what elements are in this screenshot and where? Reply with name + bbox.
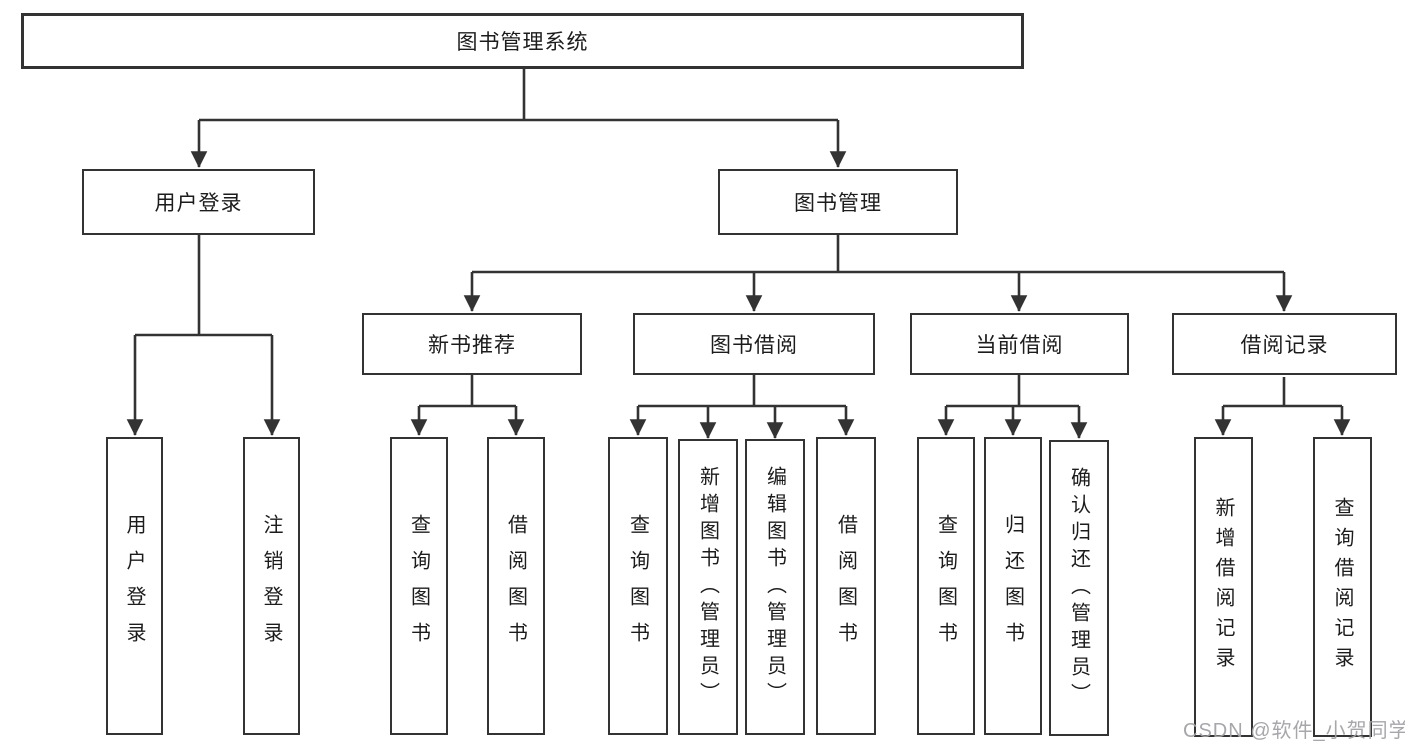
leaf-query-borrow-record: 查询借阅记录 (1313, 437, 1372, 737)
leaf-query-books-recommend: 查询图书 (390, 437, 448, 735)
leaf-add-books-admin: 新增图书（管理员） (678, 439, 738, 735)
leaf-return-books: 归还图书 (984, 437, 1042, 735)
leaf-user-login: 用户登录 (106, 437, 163, 735)
leaf-borrow-books: 借阅图书 (816, 437, 876, 735)
leaf-logout-login: 注销登录 (243, 437, 300, 735)
branch-book-management: 图书管理 (718, 169, 958, 235)
leaf-query-books-current: 查询图书 (917, 437, 975, 735)
branch-user-login: 用户登录 (82, 169, 315, 235)
leaf-add-borrow-record: 新增借阅记录 (1194, 437, 1253, 737)
section-borrow-records: 借阅记录 (1172, 313, 1397, 375)
leaf-edit-books-admin: 编辑图书（管理员） (745, 439, 805, 735)
leaf-borrow-books-recommend: 借阅图书 (487, 437, 545, 735)
leaf-confirm-return-admin: 确认归还（管理员） (1049, 440, 1109, 736)
section-book-borrow: 图书借阅 (633, 313, 875, 375)
leaf-query-books-borrow: 查询图书 (608, 437, 668, 735)
root-node-library-system: 图书管理系统 (21, 13, 1024, 69)
section-current-borrow: 当前借阅 (910, 313, 1129, 375)
csdn-watermark: CSDN @软件_小贺同学 (1183, 720, 1405, 742)
section-new-book-recommend: 新书推荐 (362, 313, 582, 375)
